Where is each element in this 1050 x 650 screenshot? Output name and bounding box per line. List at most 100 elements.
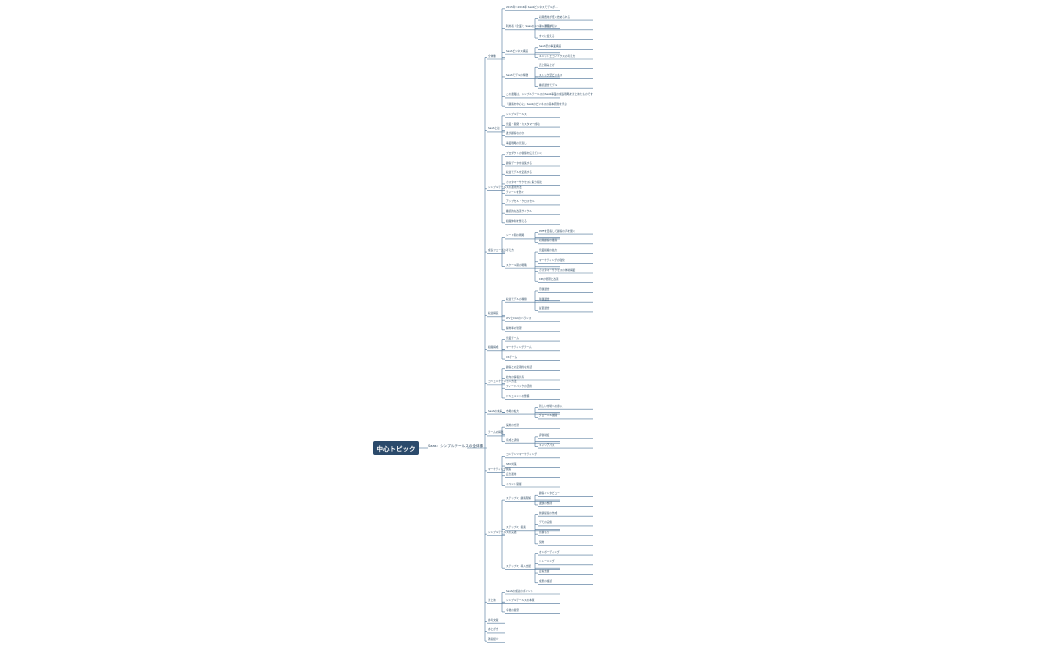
sub-node[interactable]: 年額課金 [539,298,549,301]
branch-node[interactable]: コミュニケーション方法 [488,380,516,383]
sub-node[interactable]: 売上積み上げ [539,64,555,67]
sub-node[interactable]: シンプルテールスの本質 [506,599,534,602]
node-label: PMFを目指して顧客の声を聞く [539,229,576,233]
sub-node[interactable]: デモの実施 [539,521,552,524]
sub-node[interactable]: 継続課金モデル [539,84,557,87]
sub-node[interactable]: 採用の方針 [506,424,519,427]
sub-node[interactable]: SaaS型の事業構造 [539,45,561,48]
node-label: 従量課金 [539,307,550,311]
sub-node[interactable]: フィードバックの活用 [506,385,532,388]
branch-node[interactable]: シンプルテールスの運用方法 [488,186,522,189]
sub-node[interactable]: 課題の整理 [539,502,552,505]
sub-node[interactable]: ストック型ビジネス [539,74,562,77]
central-topic[interactable]: 中心トピック [373,441,419,455]
branch-node[interactable]: 組織構成 [488,346,498,349]
sub-node[interactable]: 誰が顧客なのか [506,132,524,135]
sub-node[interactable]: 導入期間が短い [539,25,557,28]
sub-node[interactable]: 解約率の管理 [506,327,522,330]
sub-node[interactable]: プロダクトの価値を伝えていく [506,152,542,155]
sub-node[interactable]: SEO対策 [506,463,517,466]
branch-node[interactable]: マーケティング施策 [488,468,511,471]
sub-node[interactable]: 見積もり [539,531,549,534]
sub-node[interactable]: 組織体制を整える [506,220,527,223]
sub-node[interactable]: 収益モデルの種類 [506,298,527,301]
sub-node[interactable]: スケール期の戦略 [506,264,527,267]
branch-node[interactable]: SaaSの未来 [488,410,502,413]
sub-node[interactable]: 事業戦略の見直し [506,142,527,145]
sub-node[interactable]: 継続的な改善サイクル [506,210,532,213]
sub-node[interactable]: 営業組織の拡大 [539,249,557,252]
node-label: シンプルテールス [506,112,527,116]
sub-node[interactable]: ステップ1：顧客理解 [506,497,531,500]
sub-node[interactable]: 収益モデルを定義する [506,171,532,174]
branch-node[interactable]: 収益構造 [488,312,498,315]
sub-node[interactable]: SaaSの成功のポイント [506,590,533,593]
sub-node[interactable]: オンボーディング [539,551,560,554]
node-label: 成長フェーズの考え方 [488,249,514,253]
branch-node[interactable]: チームの構築 [488,431,504,434]
sub-node[interactable]: カスタマーサクセスの体制構築 [539,269,575,272]
sub-node[interactable]: この書籍は、シンプルテールスのSaaS事業の成長戦略をまとめたものです [506,93,593,96]
sub-node[interactable]: 顧客インタビュー [539,492,560,495]
sub-node[interactable]: ステップ2：提案 [506,526,526,529]
branch-node[interactable]: 著者紹介 [488,638,498,641]
sub-node[interactable]: 利用者（企業）：Saasのメリットが高い [506,25,552,28]
sub-node[interactable]: 育成と評価 [506,439,519,442]
node-label: プロダクトの価値を伝えていく [506,151,543,155]
sub-node[interactable]: 今後の展望 [506,609,519,612]
sub-node[interactable]: コンテンツマーケティング [506,453,537,456]
sub-node[interactable]: シード期の戦略 [506,234,524,237]
sub-node[interactable]: カスタマーサクセスに取り組む [506,181,542,184]
sub-node[interactable]: SaaSビジネス構造 [506,50,528,53]
sub-node[interactable]: 2015年〜2016年 SaaSビジネスモデルが… [506,6,558,9]
sub-node[interactable]: キャリアパス [539,444,555,447]
sub-node[interactable]: 広告運用 [506,473,516,476]
branch-node[interactable]: 参考文献 [488,619,498,622]
sub-node[interactable]: ステップ3：導入支援 [506,565,531,568]
sub-node[interactable]: 「顧客を中心に」SaaSのビジネスの基本原則を学ぶ [506,103,567,106]
sub-node[interactable]: 営業チーム [506,337,519,340]
sub-node[interactable]: 定着支援 [539,570,549,573]
sub-node[interactable]: ドキュメントの整備 [506,395,529,398]
sub-node[interactable]: 成果の確認 [539,580,552,583]
sub-node[interactable]: 契約 [539,541,544,544]
sub-node[interactable]: グローバル展開 [539,414,557,417]
node-label: 営業・開発・カスタマー成功 [506,122,540,126]
sub-node[interactable]: LTVとCACのバランス [506,317,531,320]
sub-node[interactable]: CSチーム [506,356,517,359]
branch-node[interactable]: まとめ [488,599,496,602]
sub-node[interactable]: 顧客との定期的な対話 [506,366,532,369]
sub-node[interactable]: 営業・開発・カスタマー成功 [506,123,540,126]
sub-node[interactable]: シンプルテールス [506,113,527,116]
sub-node[interactable]: 初期費用が低く始められる [539,16,570,19]
node-label: 広告運用 [506,472,517,476]
sub-node[interactable]: イベント開催 [506,483,522,486]
sub-node[interactable]: マーケティングチーム [506,346,532,349]
branch-node[interactable]: シンプルテールスの実践 [488,531,516,534]
sub-node[interactable]: 顧客データを収集する [506,162,532,165]
sub-node[interactable]: アップセル・クロスセル [506,200,535,203]
sub-node[interactable]: 従量課金 [539,307,549,310]
sub-node[interactable]: トレーニング [539,560,555,563]
sub-node[interactable]: 初期顧客の獲得 [539,239,557,242]
sub-node[interactable]: SaaSモデルの特徴 [506,74,528,77]
sub-node[interactable]: すぐに使える [539,35,555,38]
sub-node[interactable]: KPIの管理と改善 [539,278,559,281]
sub-node[interactable]: ユニットエコノミクスの考え方 [539,55,575,58]
sub-node[interactable]: PMFを目指して顧客の声を聞く [539,230,575,233]
node-label: トレーニング [539,560,555,564]
branch-node[interactable]: SaaSとは [488,127,500,130]
sub-node[interactable]: 新しい市場への参入 [539,405,562,408]
sub-node[interactable]: チャーンを防ぐ [506,191,524,194]
branch-node[interactable]: 全体像 [488,55,496,58]
node-label: 社内の情報共有 [506,375,525,379]
main-branch-label[interactable]: Saas：シンプルテールスの全体像 [428,444,484,448]
sub-node[interactable]: 月額課金 [539,288,549,291]
sub-node[interactable]: 市場の拡大 [506,410,519,413]
branch-node[interactable]: 成長フェーズの考え方 [488,249,514,252]
branch-node[interactable]: あとがき [488,628,498,631]
sub-node[interactable]: 社内の情報共有 [506,376,524,379]
sub-node[interactable]: 価値提案の作成 [539,512,557,515]
sub-node[interactable]: 評価制度 [539,434,549,437]
sub-node[interactable]: マーケティングの強化 [539,259,565,262]
